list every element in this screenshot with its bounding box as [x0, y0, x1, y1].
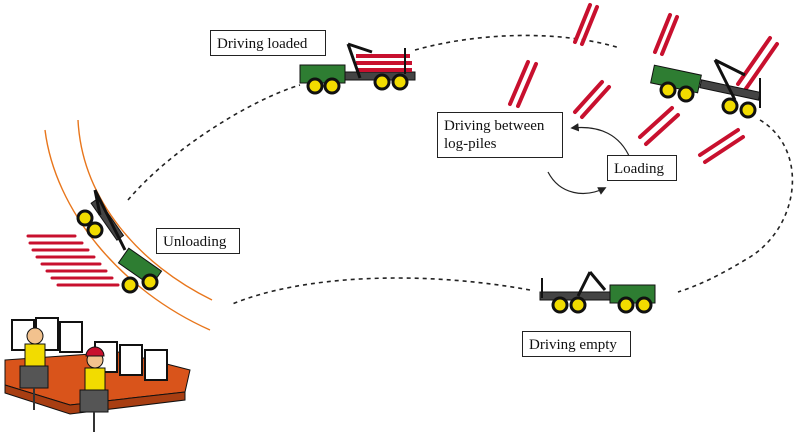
path-empty-to-unloading	[229, 277, 531, 306]
log-pile	[638, 106, 680, 146]
path-unloading-to-loaded	[127, 84, 301, 201]
label-driving-loaded: Driving loaded	[210, 30, 326, 56]
work-cycle-path	[127, 34, 794, 306]
arrow-to-loading	[547, 171, 607, 195]
log-pile	[698, 128, 745, 164]
log-pile	[508, 60, 538, 108]
path-loaded-to-piles	[414, 34, 621, 51]
label-driving-empty: Driving empty	[522, 331, 631, 357]
road-edges	[44, 119, 213, 331]
path-piles-to-empty	[677, 119, 794, 293]
forwarder-driving-empty	[539, 271, 656, 314]
log-pile	[736, 36, 779, 92]
label-loading: Loading	[607, 155, 677, 181]
operator-left	[19, 327, 49, 389]
forwarder-driving-loaded	[299, 42, 416, 95]
label-driving-between-log-piles: Driving between log-piles	[437, 112, 563, 158]
label-unloading: Unloading	[156, 228, 240, 254]
forest-log-piles	[508, 3, 779, 164]
control-room	[4, 317, 191, 432]
log-pile	[573, 80, 611, 119]
log-pile	[573, 3, 599, 46]
forwarder-loading	[650, 58, 761, 119]
operator-right	[79, 346, 109, 413]
landing-log-pile	[26, 234, 120, 287]
loading-arrows	[547, 123, 631, 195]
monitors	[11, 317, 168, 381]
forwarder-unloading	[76, 189, 163, 294]
log-pile	[653, 13, 679, 56]
arrow-to-driving-between	[570, 123, 631, 159]
